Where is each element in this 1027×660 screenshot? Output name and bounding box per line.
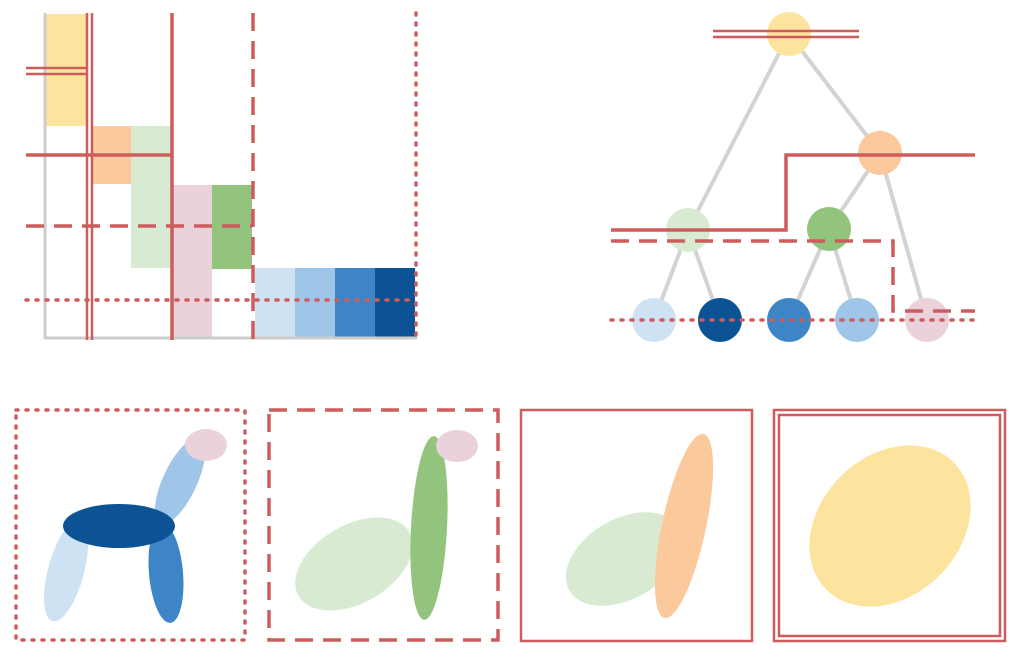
ellipse-blue-4 <box>63 504 175 548</box>
ellipse-panel-double <box>772 408 1007 643</box>
panel-frame-solid <box>519 408 754 643</box>
tree-cut-solid <box>611 153 975 232</box>
ellipse-light-green <box>565 512 683 606</box>
dendrogram-panel <box>609 12 977 342</box>
ellipse-green <box>410 436 448 620</box>
ellipse-blue-1 <box>44 520 88 622</box>
tree-leaf-blue-2 <box>835 298 879 342</box>
block-yellow <box>46 14 88 126</box>
ellipse-panel-solid <box>519 408 754 643</box>
ellipse-pink <box>436 430 478 462</box>
block-blue-1 <box>255 268 295 338</box>
tree-node-green <box>807 207 851 251</box>
ellipse-pink <box>185 429 227 461</box>
ellipse-yellow <box>809 445 971 607</box>
tree-cut-dashed <box>611 239 975 313</box>
ellipse-blue-2 <box>154 437 206 525</box>
block-matrix-panel <box>24 11 418 342</box>
block-light-green <box>131 126 173 268</box>
tree-edge <box>686 33 791 231</box>
block-blue-3 <box>335 268 375 338</box>
ellipse-panel-dotted <box>14 408 247 642</box>
block-blue-2 <box>295 268 335 338</box>
tree-edge <box>787 32 882 155</box>
tree-node-peach <box>858 131 902 175</box>
ellipse-blue-3 <box>148 523 184 623</box>
tree-leaf-pink <box>905 298 949 342</box>
tree-leaf-blue-3 <box>767 298 811 342</box>
panel-frame-double-inner <box>777 413 1002 638</box>
ellipse-panel-dashed <box>267 408 500 642</box>
tree-node-root <box>767 12 811 56</box>
block-blue-4 <box>375 268 415 338</box>
panel-frame-dashed <box>267 408 500 642</box>
ellipse-light-green <box>295 517 413 611</box>
panel-frame-dotted <box>14 408 247 642</box>
panel-frame-double-outer <box>772 408 1007 643</box>
block-pink <box>173 185 212 338</box>
ellipse-peach <box>654 433 714 619</box>
tree-edge <box>878 152 929 321</box>
